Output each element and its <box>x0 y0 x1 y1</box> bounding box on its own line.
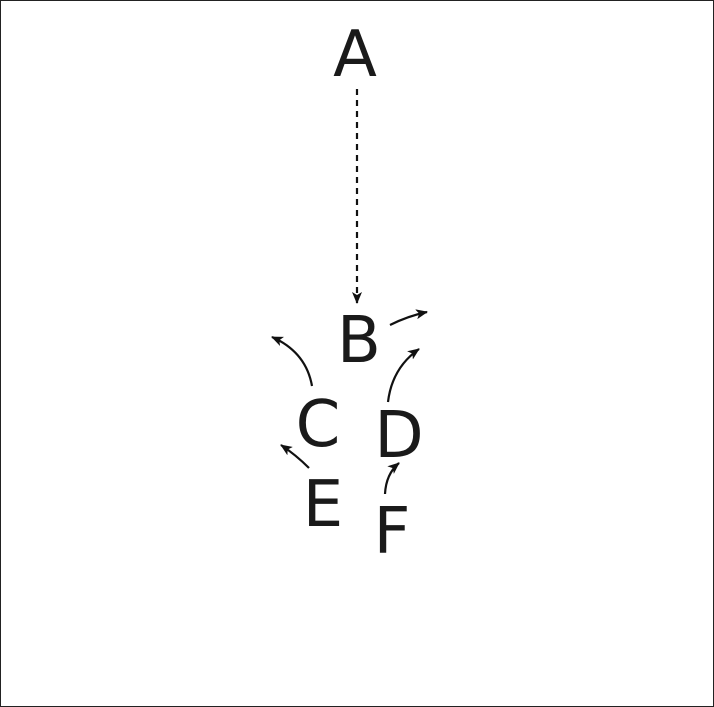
node-a: A <box>333 18 377 92</box>
edge-b-out <box>389 309 428 326</box>
node-c: C <box>296 388 341 462</box>
edge-e-out <box>280 444 310 469</box>
node-b: B <box>337 304 381 378</box>
edge-d-out <box>386 348 420 403</box>
node-d: D <box>374 399 423 473</box>
edge-c-out <box>271 335 314 387</box>
edge-f-to-d <box>383 462 400 495</box>
node-e: E <box>303 468 343 542</box>
node-f: F <box>374 495 411 569</box>
